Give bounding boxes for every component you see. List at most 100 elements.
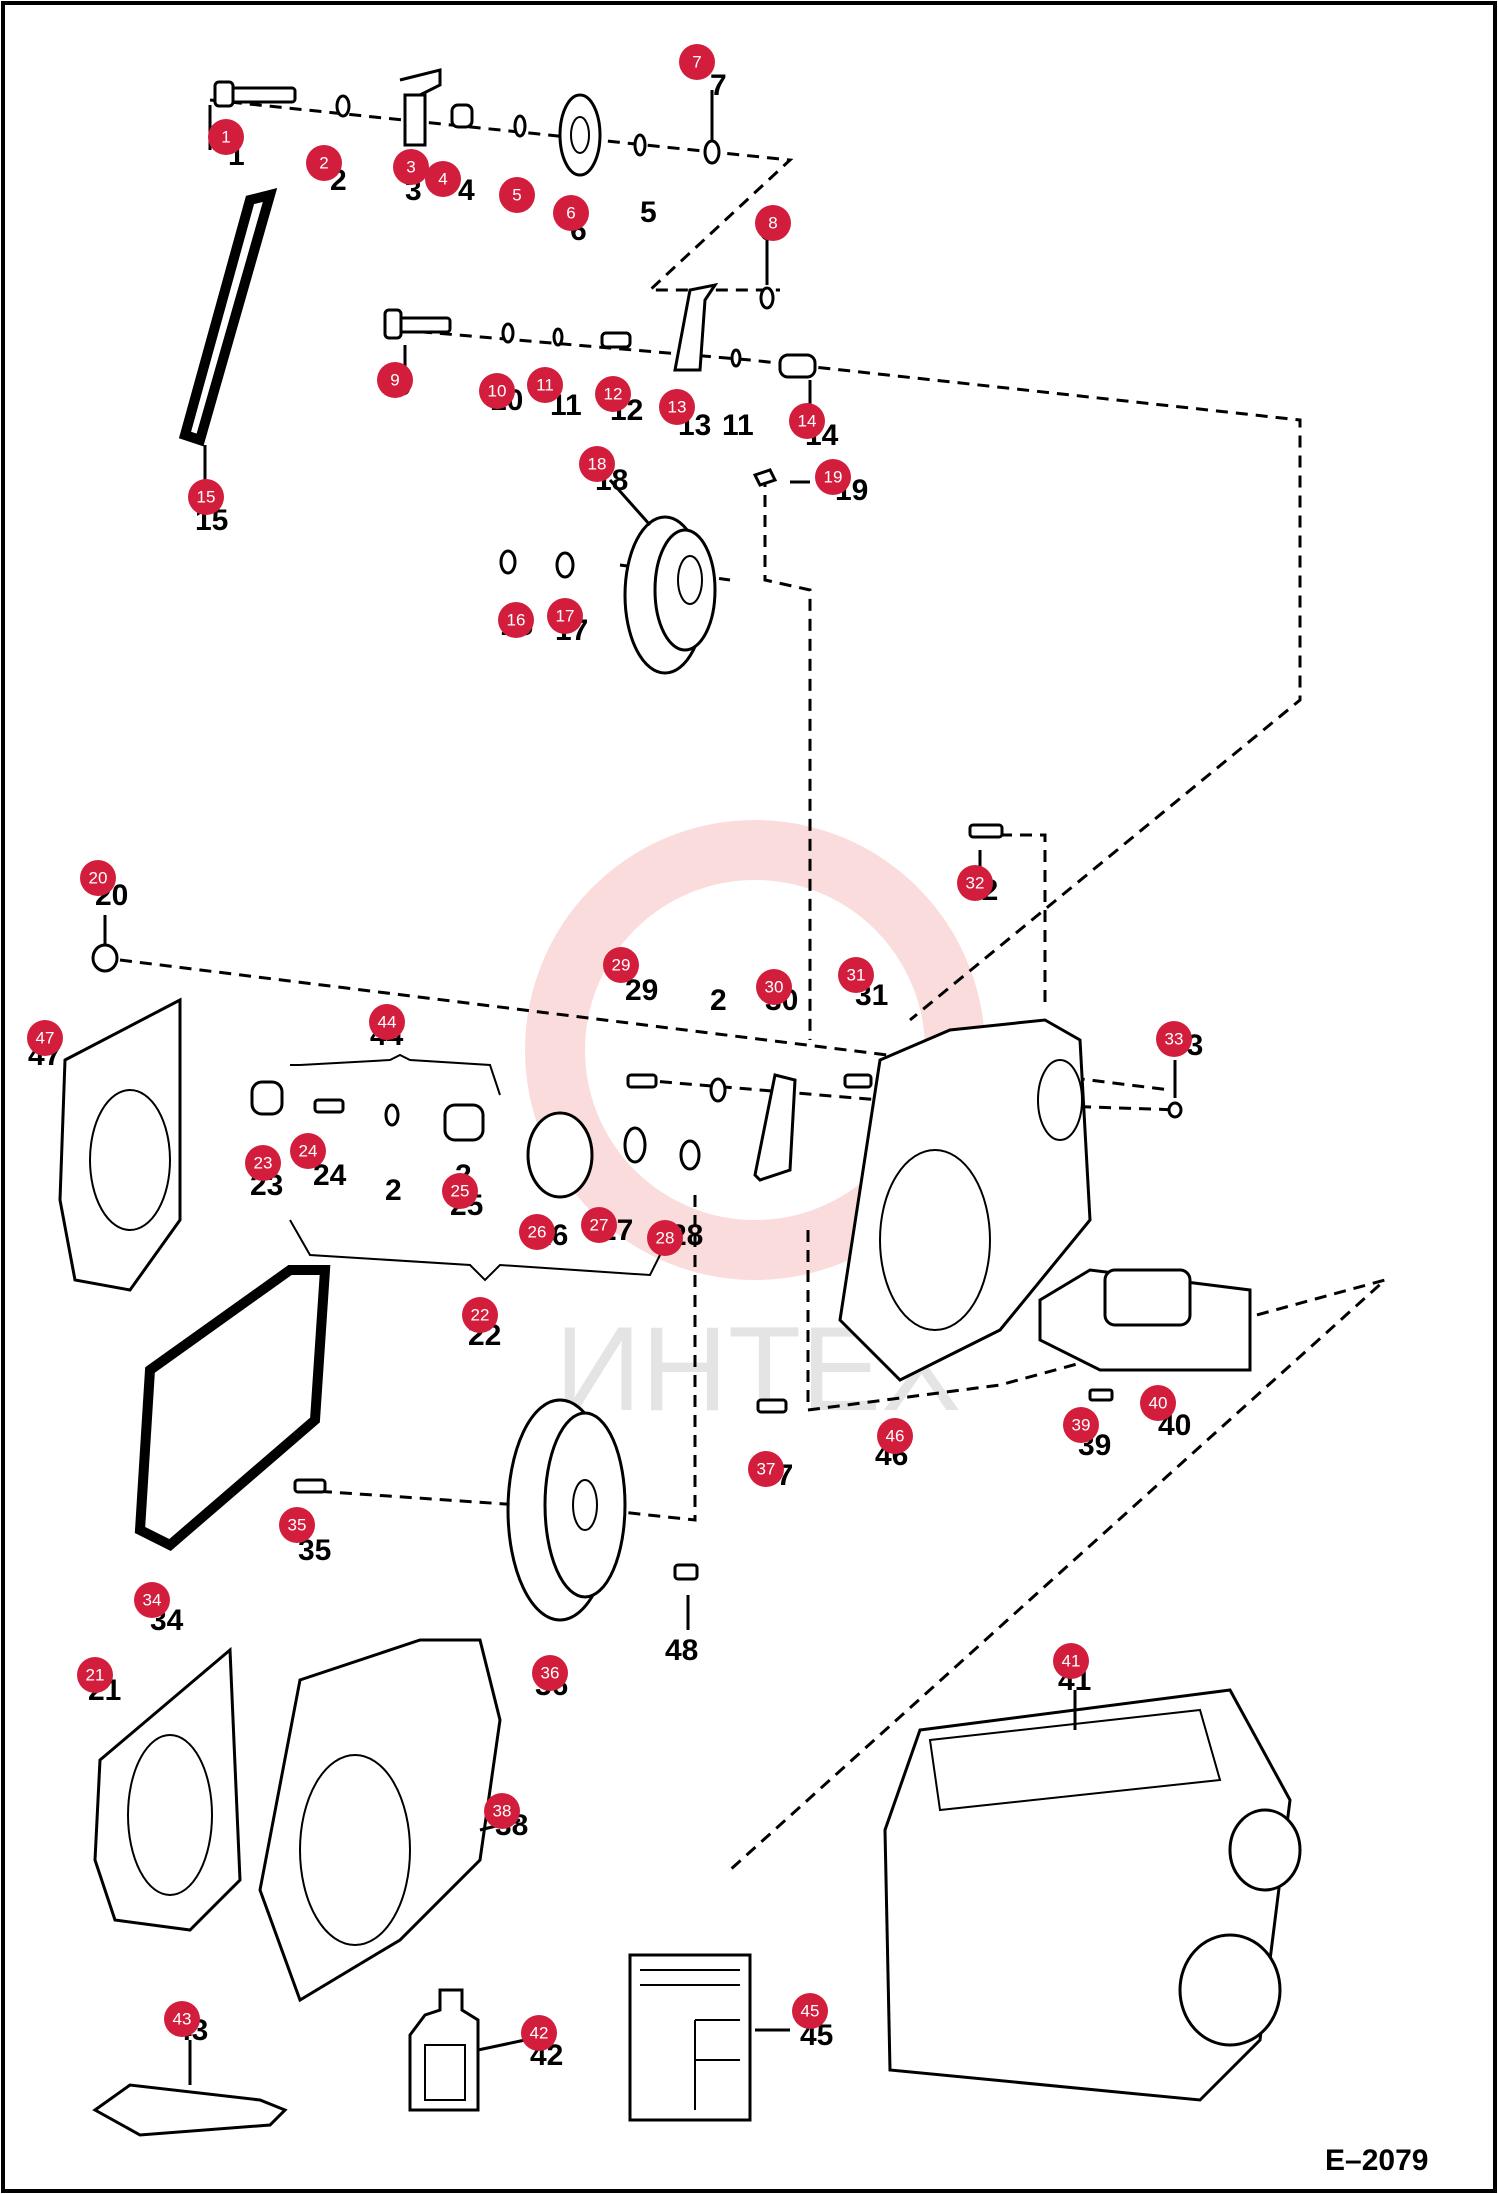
callout-13[interactable]: 13 [659,389,695,425]
idler-assembly-22 [250,1053,701,1282]
svg-text:25: 25 [451,1182,470,1201]
callout-21[interactable]: 21 [77,1657,113,1693]
callout-11[interactable]: 11 [527,367,563,403]
callout-36[interactable]: 36 [532,1655,568,1691]
svg-text:39: 39 [1072,1416,1091,1435]
svg-text:11: 11 [536,376,554,395]
callout-35[interactable]: 35 [279,1507,315,1543]
callout-3[interactable]: 3 [393,149,429,185]
callout-1[interactable]: 1 [208,119,244,155]
callout-32[interactable]: 32 [957,865,993,901]
callout-26[interactable]: 26 [519,1214,555,1250]
callout-20[interactable]: 20 [80,860,116,896]
svg-text:9: 9 [390,371,399,390]
svg-text:19: 19 [824,468,843,487]
svg-text:43: 43 [173,2010,192,2029]
svg-text:2: 2 [319,154,328,173]
bolt-32 [968,823,1004,839]
bushing-4 [450,103,474,129]
callout-43[interactable]: 43 [164,2001,200,2037]
callout-12[interactable]: 12 [595,376,631,412]
bolt-31 [843,1073,873,1089]
part-number-48: 48 [665,1634,698,1667]
svg-text:37: 37 [757,1460,776,1479]
callout-42[interactable]: 42 [521,2015,557,2051]
callout-4[interactable]: 4 [425,161,461,197]
svg-text:35: 35 [288,1516,307,1535]
callout-29[interactable]: 29 [603,947,639,983]
callout-30[interactable]: 30 [756,969,792,1005]
part-number-11b: 11 [722,409,754,442]
spring-14 [778,353,817,379]
bolt-37 [756,1398,788,1414]
callout-44[interactable]: 44 [369,1004,405,1040]
front-cover-47 [58,997,182,1292]
callout-6[interactable]: 6 [553,195,589,231]
svg-text:6: 6 [566,204,575,223]
callout-25[interactable]: 25 [442,1173,478,1209]
callout-14[interactable]: 14 [789,403,825,439]
bolt-35 [293,1478,327,1494]
callout-10[interactable]: 10 [479,373,515,409]
callout-9[interactable]: 9 [377,362,413,398]
tensioner-arm-13 [673,282,719,372]
svg-text:16: 16 [507,611,526,630]
callout-28[interactable]: 28 [647,1220,683,1256]
callout-46[interactable]: 46 [877,1418,913,1454]
callout-47[interactable]: 47 [27,1020,63,1056]
svg-text:7: 7 [692,53,701,72]
callout-22[interactable]: 22 [462,1297,498,1333]
callout-27[interactable]: 27 [581,1207,617,1243]
svg-text:32: 32 [966,874,985,893]
spacer-12 [600,331,632,349]
callout-15[interactable]: 15 [188,479,224,515]
callout-5[interactable]: 5 [499,177,535,213]
callout-16[interactable]: 16 [498,602,534,638]
washer-10 [501,322,515,344]
bolt-39 [1088,1388,1114,1402]
callout-badges: 1 2 3 4 5 6 7 8 9 10 11 12 13 14 15 16 1… [27,44,1192,2051]
callout-40[interactable]: 40 [1140,1385,1176,1421]
ring-11 [552,327,564,347]
svg-text:10: 10 [488,382,507,401]
svg-text:29: 29 [612,956,631,975]
svg-text:30: 30 [765,978,784,997]
callout-34[interactable]: 34 [134,1582,170,1618]
callout-2[interactable]: 2 [306,145,342,181]
dowel-48 [673,1563,699,1581]
washer-5 [513,114,527,138]
part-number-4: 4 [458,174,475,207]
svg-text:5: 5 [512,186,521,205]
svg-text:26: 26 [528,1223,547,1242]
svg-text:45: 45 [801,2002,820,2021]
washer-8 [759,286,775,310]
callout-33[interactable]: 33 [1156,1021,1192,1057]
callout-41[interactable]: 41 [1053,1643,1089,1679]
svg-text:15: 15 [197,488,216,507]
callout-7[interactable]: 7 [679,44,715,80]
plate-30 [753,1073,797,1182]
svg-text:20: 20 [89,869,108,888]
callout-24[interactable]: 24 [290,1133,326,1169]
callout-45[interactable]: 45 [792,1993,828,2029]
callout-17[interactable]: 17 [547,598,583,634]
callout-18[interactable]: 18 [579,446,615,482]
idler-pulley-6 [558,93,602,177]
callout-8[interactable]: 8 [755,205,791,241]
idler-pulley-26 [526,1111,594,1199]
callout-38[interactable]: 38 [484,1793,520,1829]
v-belt-15 [178,188,278,447]
housing-38 [258,1638,502,2003]
callout-19[interactable]: 19 [815,459,851,495]
tensioner-arm-row [383,282,817,487]
svg-text:42: 42 [530,2024,549,2043]
key-19 [752,468,778,487]
svg-text:36: 36 [541,1664,560,1683]
callout-23[interactable]: 23 [245,1145,281,1181]
callout-39[interactable]: 39 [1063,1407,1099,1443]
callout-31[interactable]: 31 [838,957,874,993]
callout-37[interactable]: 37 [748,1451,784,1487]
svg-text:28: 28 [656,1229,675,1248]
